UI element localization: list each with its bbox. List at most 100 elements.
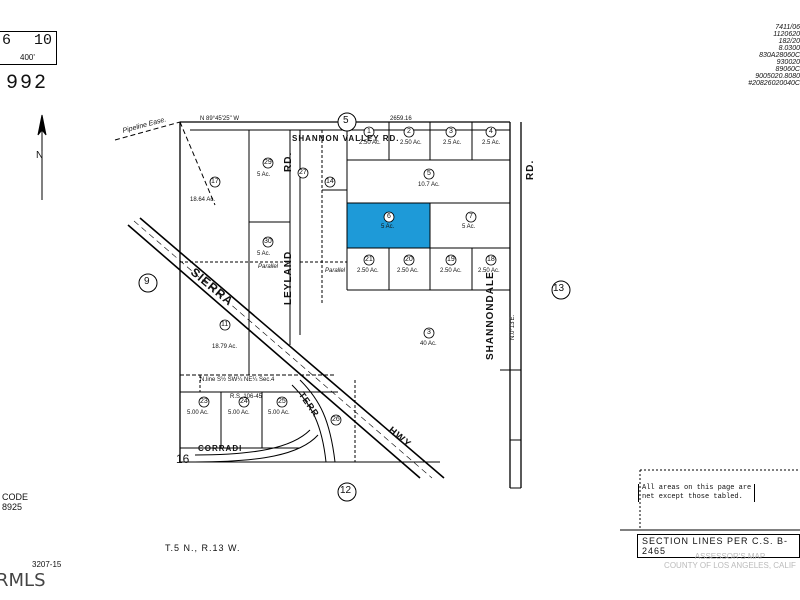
section-number: 5: [343, 115, 349, 126]
section-number: 9: [144, 276, 150, 287]
parcel-id: 23: [200, 398, 208, 405]
highlight-parcel-6: [346, 202, 431, 249]
parcel-circle: [485, 126, 497, 138]
parcel-id: 26: [332, 416, 340, 423]
section-number: 13: [553, 283, 565, 294]
bottom-left-code: 3207-15: [32, 560, 62, 569]
sierra-hwy: [139, 217, 445, 479]
parcel-circle: [423, 168, 435, 180]
parcel-area: 2.5 Ac.: [482, 140, 501, 146]
parcel-area: 5.00 Ac.: [228, 410, 250, 416]
parcel-id: 17: [211, 178, 219, 185]
parcel-area: 2.5 Ac.: [443, 140, 462, 146]
road-label-shannon-valley: SHANNON VALLEY RD.: [292, 134, 400, 143]
parcel-area: 10.7 Ac.: [418, 182, 440, 188]
parcel-area: 2.50 Ac.: [478, 268, 500, 274]
note-line: All areas on this page are: [642, 484, 752, 492]
assessor-block: ASSESSOR'S MAP COUNTY OF LOS ANGELES, CA…: [660, 552, 800, 570]
parcel-circle: [262, 236, 274, 248]
parcel-id: 11: [221, 321, 229, 328]
parcel-circle: [262, 157, 274, 169]
code-value: 8925: [2, 502, 23, 512]
parcel-area: 5 Ac.: [257, 251, 271, 257]
parcel-id: 21: [365, 256, 373, 263]
note-box: All areas on this page are net except th…: [638, 484, 756, 502]
parcel-circle: [276, 396, 288, 408]
parcel-id: 2: [407, 128, 411, 135]
rs-label: R.S. 106-45: [230, 394, 263, 400]
terr-road: [299, 379, 336, 463]
north-label: N: [36, 150, 44, 161]
code-line: 1120620: [773, 31, 800, 38]
code-line: 830A28060C: [759, 52, 800, 59]
road-label-corradi: CORRADI: [198, 444, 243, 453]
top-right-codes: 7411/06 1120620 182/20 8.0300 830A28060C…: [740, 24, 800, 87]
header-scale: 400': [20, 53, 35, 62]
section-circle: [337, 112, 357, 132]
pipeline-line: [179, 121, 216, 206]
parcel-circle: [465, 211, 477, 223]
header-box: 6 10 400': [0, 31, 57, 65]
sierra-hwy: [127, 224, 421, 479]
pipeline-line: [114, 121, 181, 141]
road-label-leyland: LEYLAND: [283, 250, 294, 305]
mls-watermark: RMLS: [0, 570, 46, 591]
header-cell-b: 10: [34, 32, 53, 49]
parcel-circle: [485, 254, 497, 266]
parcel-circle: [330, 414, 342, 426]
bearing-label: N 89°45'25" W: [200, 116, 240, 122]
section-circle: [138, 273, 158, 293]
parcel-area: 5.00 Ac.: [268, 410, 290, 416]
parcel-area: 5 Ac.: [381, 224, 395, 230]
road-label-leyland-rd: RD.: [283, 151, 294, 172]
parcel-area: 5 Ac.: [257, 172, 271, 178]
code-line: 9005020.8080: [755, 73, 800, 80]
parcel-id: 24: [240, 398, 248, 405]
parcel-area: 5.00 Ac.: [187, 410, 209, 416]
parcel-id: 20: [405, 256, 413, 263]
parcel-id: 29: [264, 159, 272, 166]
parcel-circle: [198, 396, 210, 408]
parcel-id: 25: [278, 398, 286, 405]
assessor-line: ASSESSOR'S MAP: [694, 552, 766, 561]
note-line: net except those tabled.: [642, 493, 743, 501]
parcel-id: 27: [299, 169, 307, 176]
code-line: 89060C: [775, 66, 800, 73]
parcel-area: 18.79 Ac.: [212, 344, 238, 350]
parcel-circle: [445, 126, 457, 138]
assessor-line: COUNTY OF LOS ANGELES, CALIF: [664, 561, 796, 570]
parcel-circle: [403, 254, 415, 266]
parcel-circle: [445, 254, 457, 266]
parcel-id: 3: [449, 128, 453, 135]
parcel-id: 6: [387, 213, 391, 220]
parcel-area: 40 Ac.: [420, 341, 437, 347]
parcel-id: 19: [447, 256, 455, 263]
parcel-id: 18: [487, 256, 495, 263]
parcel-circle: [324, 176, 336, 188]
corradi-road: [194, 429, 311, 456]
parcel-area: 2.50 Ac.: [400, 140, 422, 146]
parcel-circle: [363, 254, 375, 266]
code-line: #20826020040C: [748, 80, 800, 87]
year-fragment: 992: [6, 72, 49, 95]
parcel-area: 2.50 Ac.: [440, 268, 462, 274]
road-label-shannondale-rd: RD.: [525, 159, 536, 180]
distance-label: 2659.16: [390, 116, 412, 122]
parallel-label: Parallel: [258, 264, 279, 270]
sierra-hwy-center: [133, 220, 433, 479]
section-circle: [551, 280, 571, 300]
section-circle: [337, 482, 357, 502]
parcel-id: 5: [427, 170, 431, 177]
parcel-area: 2.50 Ac.: [397, 268, 419, 274]
parcel-id: 1: [367, 128, 371, 135]
parcel-circle: [363, 126, 375, 138]
code-block: CODE 8925: [2, 492, 28, 512]
code-line: 7411/06: [775, 24, 800, 31]
section-number: 16: [176, 452, 190, 466]
north-arrow-icon: [37, 114, 47, 136]
parcel-area: 5 Ac.: [462, 224, 476, 230]
code-label: CODE: [2, 492, 29, 502]
parcel-circle: [403, 126, 415, 138]
section-number: 12: [340, 485, 352, 496]
